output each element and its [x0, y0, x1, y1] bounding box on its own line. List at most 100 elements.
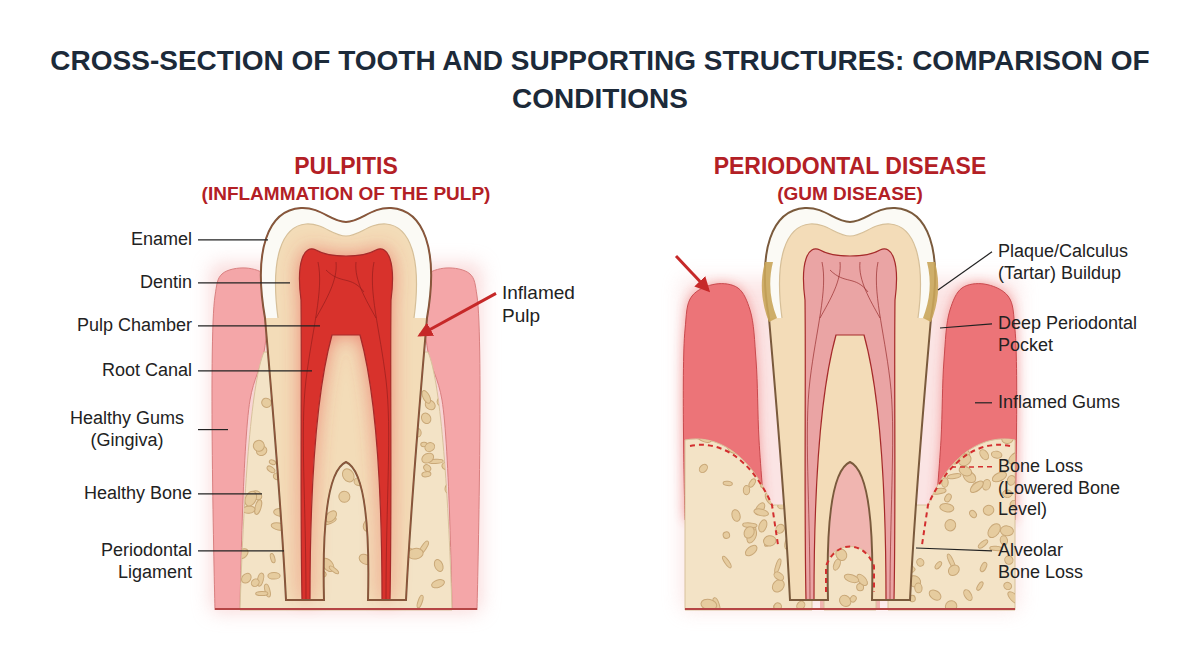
pulp-vessel	[876, 262, 892, 600]
bone-pore	[934, 560, 943, 570]
bone-pore	[1000, 525, 1014, 536]
panel-heading: PULPITIS	[136, 153, 556, 181]
bone-pore	[251, 438, 266, 453]
bone-pore	[243, 489, 259, 508]
bone-pore	[744, 436, 754, 444]
leader-line	[198, 493, 262, 494]
bone-pore	[931, 439, 943, 451]
bone-pore	[849, 595, 857, 604]
bone-pore	[1006, 590, 1022, 606]
pulp-vessel	[860, 262, 880, 318]
leader-line	[916, 548, 992, 551]
bone-pore	[828, 534, 840, 547]
base-line	[215, 608, 477, 610]
bone-pore	[328, 565, 339, 575]
bone-pore	[943, 598, 959, 614]
part-label: Bone Loss (Lowered Bone Level)	[998, 456, 1138, 521]
pulp	[803, 249, 896, 600]
bone-pore	[250, 577, 261, 588]
leader-line	[952, 466, 992, 468]
leader-line	[198, 325, 320, 326]
bone-pore	[847, 531, 862, 548]
bone-pore	[416, 595, 424, 609]
bone-pore	[943, 493, 952, 503]
pulp-vessel	[807, 262, 823, 600]
bone-pore	[763, 535, 777, 547]
bone-pore	[742, 525, 756, 540]
bone-level-line	[826, 547, 874, 593]
bone-pore	[431, 578, 446, 589]
leader-line	[940, 324, 992, 328]
bone-pore	[842, 513, 856, 528]
part-label: Dentin	[32, 272, 192, 294]
bone-pore	[850, 479, 859, 489]
calculus-deposit	[762, 262, 777, 322]
part-label: Periodontal Ligament	[72, 540, 192, 583]
tooth-dentin	[765, 208, 935, 600]
part-label: Deep Periodontal Pocket	[998, 313, 1158, 356]
bone-pore	[842, 496, 849, 504]
bone-pore	[436, 396, 446, 407]
panel-subheading: (GUM DISEASE)	[640, 183, 1060, 206]
part-label: Alveolar Bone Loss	[998, 540, 1108, 583]
bone-pore	[1002, 435, 1013, 444]
bone-pore	[268, 572, 280, 579]
bone-pore	[256, 591, 268, 595]
bone-pore	[269, 553, 275, 563]
bone-pore	[731, 509, 742, 523]
bone-pore	[773, 602, 783, 612]
pointer-arrow	[420, 293, 496, 335]
bone-pore	[423, 441, 436, 453]
bone-pore	[944, 518, 957, 531]
part-label: Enamel	[32, 229, 192, 251]
bone-pore	[444, 440, 457, 453]
leader-line	[198, 282, 290, 283]
bone-pore	[441, 461, 450, 470]
bone-pore	[977, 538, 989, 549]
bone-pore	[433, 558, 445, 573]
bone-pore	[435, 378, 445, 390]
bone-pore	[420, 411, 433, 425]
bone-pore	[976, 581, 985, 591]
bone-pore	[770, 480, 781, 493]
tooth-dentin	[261, 208, 431, 600]
bone-pore	[843, 573, 860, 585]
bone-pore	[947, 473, 962, 480]
bone-pore	[843, 500, 857, 515]
bone-pore	[243, 430, 248, 441]
bone-pore	[722, 531, 730, 539]
pulp-vessel	[316, 262, 336, 318]
bone-level-line	[690, 445, 778, 545]
leader-lines	[198, 240, 992, 551]
panel-subheading: (INFLAMMATION OF THE PULP)	[136, 183, 556, 206]
bone-pore	[978, 448, 990, 461]
part-label: Plaque/Calculus (Tartar) Buildup	[998, 241, 1168, 284]
diagram-title: CROSS-SECTION OF TOOTH AND SUPPORTING ST…	[50, 42, 1150, 118]
part-label: Root Canal	[32, 360, 192, 382]
bone-level-line	[922, 445, 1010, 545]
bone-pore	[753, 508, 769, 518]
bone-pore	[927, 588, 943, 603]
bone-pore	[757, 519, 768, 533]
leader-line	[198, 429, 228, 430]
bone-pore	[982, 504, 995, 516]
leader-line	[975, 402, 992, 403]
bone-pore	[420, 389, 432, 404]
bone-pore	[774, 558, 783, 574]
bone-pore	[930, 488, 946, 495]
bone-pore	[914, 583, 922, 593]
calculus-deposit	[923, 262, 938, 322]
bone-pore	[743, 543, 758, 558]
bone-pore	[695, 431, 713, 445]
bone-pore	[1003, 581, 1013, 591]
bone-pore	[725, 435, 735, 449]
bone-pore	[269, 459, 277, 466]
bone-pore	[979, 561, 988, 572]
leader-line	[198, 370, 312, 371]
bone-pore	[962, 588, 974, 602]
panel-heading: PERIODONTAL DISEASE	[640, 153, 1060, 181]
bone-pore	[446, 344, 453, 360]
pulp-vessel	[372, 262, 388, 600]
bone-pore	[985, 521, 1003, 540]
